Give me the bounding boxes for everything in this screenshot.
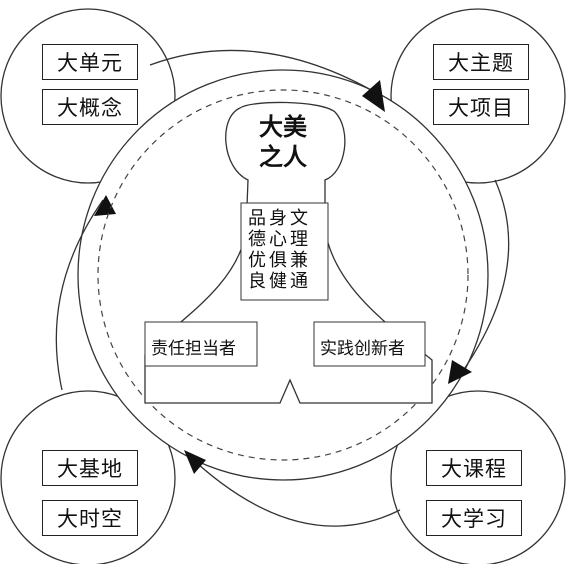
flow-arc-top: [149, 49, 381, 96]
quality-row-3: 优俱兼: [248, 250, 311, 271]
center-title-line1: 大美: [259, 113, 307, 141]
label-da-danyuan: 大单元: [42, 44, 138, 80]
label-da-jidi: 大基地: [42, 450, 138, 486]
center-title-line2: 之人: [259, 143, 307, 171]
arrow-top-left: [94, 195, 116, 216]
right-role-box: [313, 321, 426, 367]
quality-rows: 品身文 德心理 优俱兼 良健通: [248, 208, 311, 292]
quality-row-4: 良健通: [248, 271, 311, 292]
right-role-label: 实践创新者: [320, 339, 405, 359]
label-da-gainian: 大概念: [42, 89, 138, 125]
left-role-label: 责任担当者: [151, 339, 236, 359]
arrow-top-right: [362, 80, 385, 112]
left-role-box: [144, 321, 258, 367]
flow-arc-right: [457, 179, 510, 379]
flow-arc-left: [55, 199, 104, 391]
center-title: 大美 之人: [250, 112, 316, 172]
arrow-bottom-left: [184, 450, 206, 474]
label-da-xiangmu: 大项目: [433, 89, 529, 125]
arrow-right: [448, 360, 472, 384]
label-da-xuexi: 大学习: [426, 500, 522, 536]
quality-box: [240, 202, 329, 301]
quality-row-2: 德心理: [248, 229, 311, 250]
label-da-shikong: 大时空: [42, 500, 138, 536]
dashed-circle: [97, 89, 469, 461]
flow-arc-bottom: [187, 454, 401, 527]
label-da-zhuti: 大主题: [433, 44, 529, 80]
quality-row-1: 品身文: [248, 208, 311, 229]
label-da-kecheng: 大课程: [426, 450, 522, 486]
